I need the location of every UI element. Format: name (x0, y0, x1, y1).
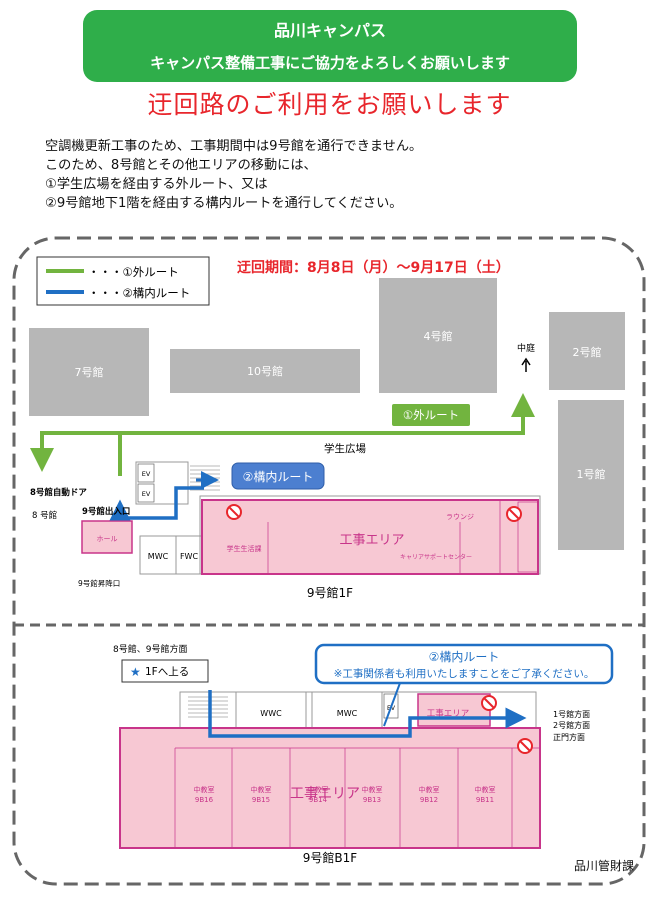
lounge-label: ラウンジ (446, 513, 474, 521)
room-9b14: 9B14 (309, 796, 328, 804)
classroom-label: 中教室 (419, 785, 440, 794)
building-7-label: 7号館 (75, 365, 104, 379)
classroom-label: 中教室 (362, 785, 383, 794)
direction-2: 2号館方面 (553, 720, 590, 730)
floor-title-1f: 9号館1F (307, 585, 353, 600)
classroom-label: 中教室 (194, 785, 215, 794)
banner-subtitle: キャンパス整備工事にご協力をよろしくお願いします (150, 54, 510, 72)
no-entry-icon (517, 738, 533, 754)
room-9b13: 9B13 (363, 796, 381, 804)
building-7 (29, 328, 149, 416)
map-boundary (12, 236, 646, 886)
headline: 迂回路のご利用をお願いします (147, 90, 512, 119)
mwc-label: MWC (337, 709, 358, 718)
inner-route-b1 (208, 682, 527, 738)
construction-label-1f: 工事エリア (339, 533, 404, 548)
building-10-label: 10号館 (247, 364, 283, 378)
outer-route-label: ①外ルート (403, 408, 459, 422)
directions-top: 8号館、9号館方面 (113, 643, 187, 655)
legend-outer: ・・・①外ルート (88, 265, 179, 279)
campus-banner: 品川キャンパス キャンパス整備工事にご協力をよろしくお願いします (83, 10, 577, 82)
construction-label-small: 工事エリア (427, 708, 470, 719)
footer-department: 品川管財課 (573, 859, 634, 873)
mwc-label: MWC (148, 552, 169, 561)
room-9b11: 9B11 (476, 796, 494, 804)
building-1-label: 1号館 (577, 467, 606, 481)
construction-area-1f (201, 499, 539, 575)
floorB1-plan: WWC MWC EV 工事エリア 中教室 9B16 中教室 9B15 中教室 9… (119, 691, 541, 849)
fwc-label: FWC (180, 552, 199, 561)
up-to-1f-box: ★ 1Fへ上る (121, 659, 209, 683)
career-label: キャリアサポートセンター (400, 553, 472, 561)
intro-line: 空調機更新工事のため、工事期間中は9号館を通行できません。 (45, 139, 423, 154)
no-entry-icon (226, 504, 242, 520)
intro-line: このため、8号館とその他エリアの移動には、 (45, 158, 317, 173)
building-4 (379, 278, 497, 393)
hall-area (81, 520, 133, 554)
classroom-label: 中教室 (251, 785, 272, 794)
star-icon: ★ (130, 665, 141, 679)
building-1 (558, 400, 624, 550)
up-to-1f-label: 1Fへ上る (145, 666, 189, 678)
nakaniwa-label: 中庭 (517, 342, 535, 354)
ev-label: EV (142, 490, 151, 498)
building-10 (170, 349, 360, 393)
classroom-label: 中教室 (308, 785, 329, 794)
floor1-plan: EV EV MWC FWC ホール 学生生活課 ラウンジ キャリアサポートセンタ… (81, 461, 541, 575)
legend-inner: ・・・②構内ルート (88, 286, 190, 300)
auto-door-label: 8号館自動ドア (30, 487, 87, 498)
up-arrow-icon (521, 357, 531, 372)
no-entry-icon (506, 506, 522, 522)
outer-route: ①外ルート (30, 393, 535, 476)
buildings: 7号館 10号館 4号館 2号館 1号館 (29, 278, 625, 550)
room-9b16: 9B16 (195, 796, 214, 804)
floor-title-b1: 9号館B1F (303, 850, 358, 865)
building-4-label: 4号館 (424, 329, 453, 343)
classroom-label: 中教室 (475, 785, 496, 794)
legend: ・・・①外ルート ・・・②構内ルート (36, 256, 210, 306)
inner-route-1f: ②構内ルート (109, 462, 325, 521)
inner-route-label-b1: ②構内ルート (429, 650, 500, 664)
inner-route-note-box (314, 643, 614, 685)
room-9b15: 9B15 (252, 796, 270, 804)
construction-label-b1: 工事エリア (290, 786, 360, 802)
building-2-label: 2号館 (573, 345, 602, 359)
direction-3: 正門方面 (553, 732, 585, 742)
intro-text: 空調機更新工事のため、工事期間中は9号館を通行できません。 このため、8号館とそ… (45, 137, 422, 213)
entrance-label: 9号館出入口 (82, 506, 130, 517)
inner-route-label-1f: ②構内ルート (243, 470, 314, 484)
stairs-label: 9号館昇降口 (78, 578, 120, 588)
building-8-label: 8 号館 (32, 510, 57, 521)
intro-line: ①学生広場を経由する外ルート、又は (45, 177, 268, 192)
banner-title: 品川キャンパス (273, 21, 386, 40)
no-entry-icon (481, 695, 497, 711)
intro-line: ②9号館地下1階を経由する構内ルートを通行してください。 (45, 196, 403, 211)
room-9b12: 9B12 (420, 796, 438, 804)
detour-period: 迂回期間：8月8日（月）～9月17日（土） (237, 259, 510, 276)
direction-1: 1号館方面 (553, 709, 590, 719)
building-2 (549, 312, 625, 390)
ev-label: EV (142, 470, 151, 478)
wwc-label: WWC (260, 709, 282, 718)
construction-area-small (417, 693, 491, 727)
inner-route-note: ※工事関係者も利用いたしますことをご了承ください。 (334, 667, 595, 680)
hall-label: ホール (97, 535, 118, 543)
plaza-label: 学生広場 (324, 442, 366, 455)
student-life-label: 学生生活課 (227, 544, 262, 553)
